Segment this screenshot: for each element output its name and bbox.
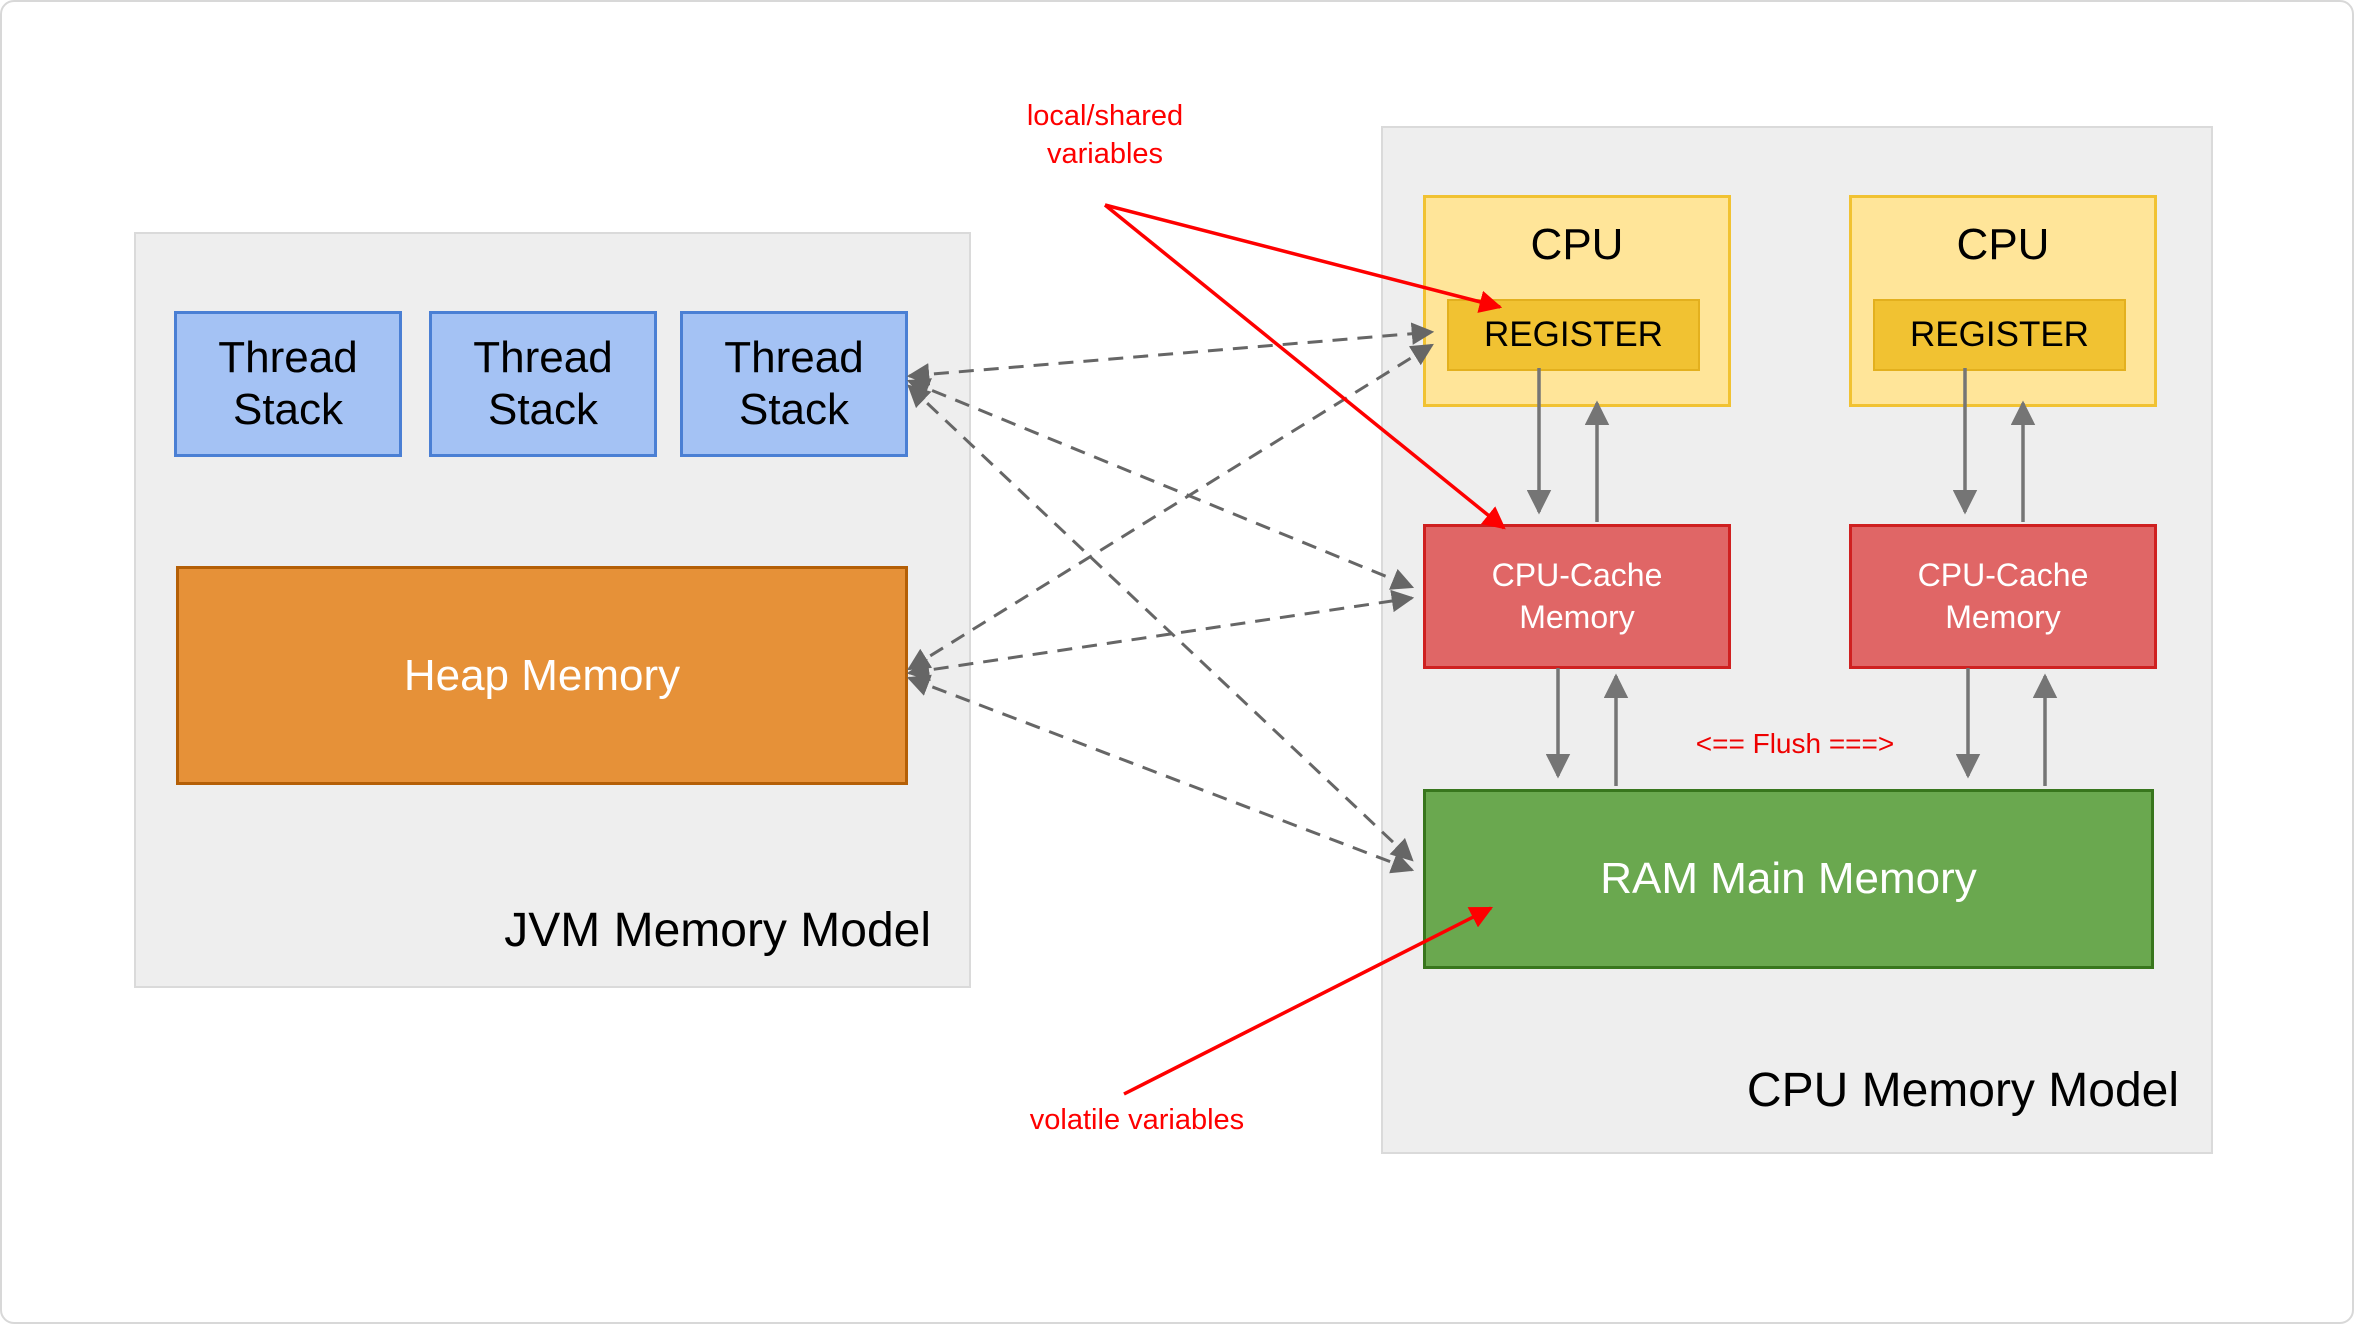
dashed-arrow-thread3-ram <box>907 384 1414 862</box>
cpu-panel-title: CPU Memory Model <box>1746 1064 2179 1117</box>
cpu-label-1: CPU <box>1530 220 1624 269</box>
cpu-cache-box-2: CPU-Cache Memory <box>1849 524 2157 669</box>
jvm-memory-model-panel: Thread Stack Thread Stack Thread Stack H… <box>134 232 971 988</box>
flush-label: <== Flush ===> <box>1695 728 1895 759</box>
heap-memory-label: Heap Memory <box>403 650 681 700</box>
cpu-box-1: CPU REGISTER <box>1423 195 1731 407</box>
thread-stack-box-1: Thread Stack <box>174 311 402 457</box>
volatile-variables-label: volatile variables <box>1029 1104 1245 1136</box>
register-box-2: REGISTER <box>1873 299 2126 371</box>
thread-stack-label-2: Thread Stack <box>473 333 613 434</box>
ram-main-memory-label: RAM Main Memory <box>1600 854 1977 903</box>
thread-stack-label-3: Thread Stack <box>724 333 864 434</box>
cpu-cache-box-1: CPU-Cache Memory <box>1423 524 1731 669</box>
dashed-arrow-thread3-cache1 <box>906 378 1415 590</box>
cpu-label-2: CPU <box>1956 220 2050 269</box>
dashed-arrow-heap-cache1 <box>906 589 1415 682</box>
cpu-cache-label-2: CPU-Cache Memory <box>1917 556 2089 635</box>
cpu-memory-model-panel: CPU REGISTER CPU REGISTER CPU-Cache Memo… <box>1381 126 2213 1154</box>
cpu-cache-label-1: CPU-Cache Memory <box>1491 556 1663 635</box>
cpu-box-2: CPU REGISTER <box>1849 195 2157 407</box>
ram-main-memory-box: RAM Main Memory <box>1423 789 2154 969</box>
dashed-arrow-thread3-register1 <box>906 322 1435 386</box>
register-label-2: REGISTER <box>1910 315 2089 354</box>
jvm-panel-title: JVM Memory Model <box>504 904 931 957</box>
dashed-arrow-heap-ram <box>906 674 1415 874</box>
heap-memory-box: Heap Memory <box>176 566 908 785</box>
local-shared-variables-label: local/shared variables <box>1026 100 1184 170</box>
thread-stack-box-2: Thread Stack <box>429 311 657 457</box>
register-box-1: REGISTER <box>1447 299 1700 371</box>
thread-stack-label-1: Thread Stack <box>218 333 358 434</box>
register-label-1: REGISTER <box>1484 315 1663 354</box>
dashed-arrow-heap-register1 <box>907 343 1434 671</box>
thread-stack-box-3: Thread Stack <box>680 311 908 457</box>
